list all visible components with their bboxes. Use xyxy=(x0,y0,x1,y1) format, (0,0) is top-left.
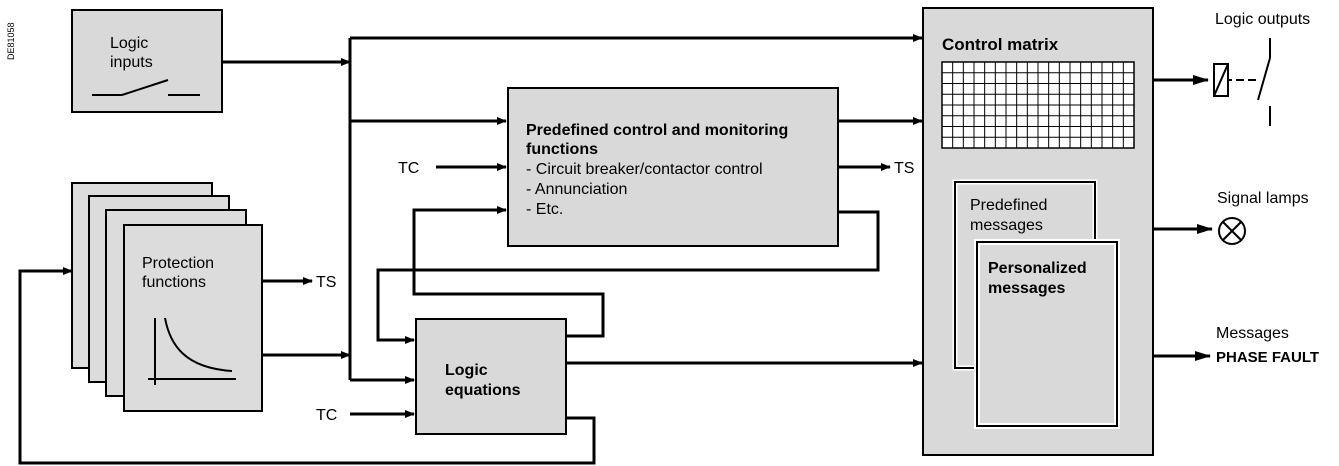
logic-equations-label-2: equations xyxy=(445,382,521,399)
predefined-messages-label-2: messages xyxy=(970,217,1043,234)
ts-label-predefined: TS xyxy=(894,160,914,177)
logic-inputs-label-1: Logic xyxy=(110,35,148,52)
predefined-functions-block: Predefined control and monitoring functi… xyxy=(507,87,839,247)
protection-label-1: Protection xyxy=(142,255,214,272)
logic-equations-block: Logic equations xyxy=(415,318,567,435)
logic-outputs-label: Logic outputs xyxy=(1215,11,1310,28)
signal-lamp-icon xyxy=(1218,217,1246,245)
personalized-messages-block: Personalized messages xyxy=(974,239,1120,429)
wire-feedback-to-protection xyxy=(18,267,596,465)
phase-fault-label: PHASE FAULT xyxy=(1216,349,1319,366)
connections xyxy=(18,34,1213,465)
predefined-item-1: - Circuit breaker/contactor control xyxy=(526,161,763,178)
personalized-messages-label-2: messages xyxy=(988,280,1065,297)
tc-label-equations: TC xyxy=(316,407,337,424)
messages-label: Messages xyxy=(1216,325,1289,342)
personalized-messages-label-1: Personalized xyxy=(988,260,1087,277)
logic-equations-label-1: Logic xyxy=(445,362,488,379)
switch-icon xyxy=(92,79,200,96)
relay-contact-icon xyxy=(1213,38,1271,126)
figure-id: DE81058 xyxy=(6,22,16,60)
wire-equations-to-predefined xyxy=(412,206,605,338)
control-matrix-title: Control matrix xyxy=(942,35,1059,54)
protection-functions-block: Protection functions xyxy=(71,182,263,412)
logic-inputs-block: Logic inputs xyxy=(71,9,223,113)
predefined-messages-label-1: Predefined xyxy=(970,197,1047,214)
inverse-time-curve-icon xyxy=(148,317,236,385)
control-matrix-panel: Control matrix Predefined messages Perso… xyxy=(922,7,1154,456)
wire-predefined-to-equations xyxy=(376,210,880,344)
predefined-item-3: - Etc. xyxy=(526,201,563,218)
predefined-title-1: Predefined control and monitoring xyxy=(526,122,788,139)
protection-label-2: functions xyxy=(142,274,206,291)
logic-inputs-label-2: inputs xyxy=(110,54,153,71)
predefined-title-2: functions xyxy=(526,141,598,158)
ts-label-protection: TS xyxy=(316,274,336,291)
tc-label-predefined: TC xyxy=(398,160,419,177)
predefined-item-2: - Annunciation xyxy=(526,181,627,198)
signal-lamps-label: Signal lamps xyxy=(1217,190,1309,207)
matrix-grid xyxy=(941,61,1135,149)
